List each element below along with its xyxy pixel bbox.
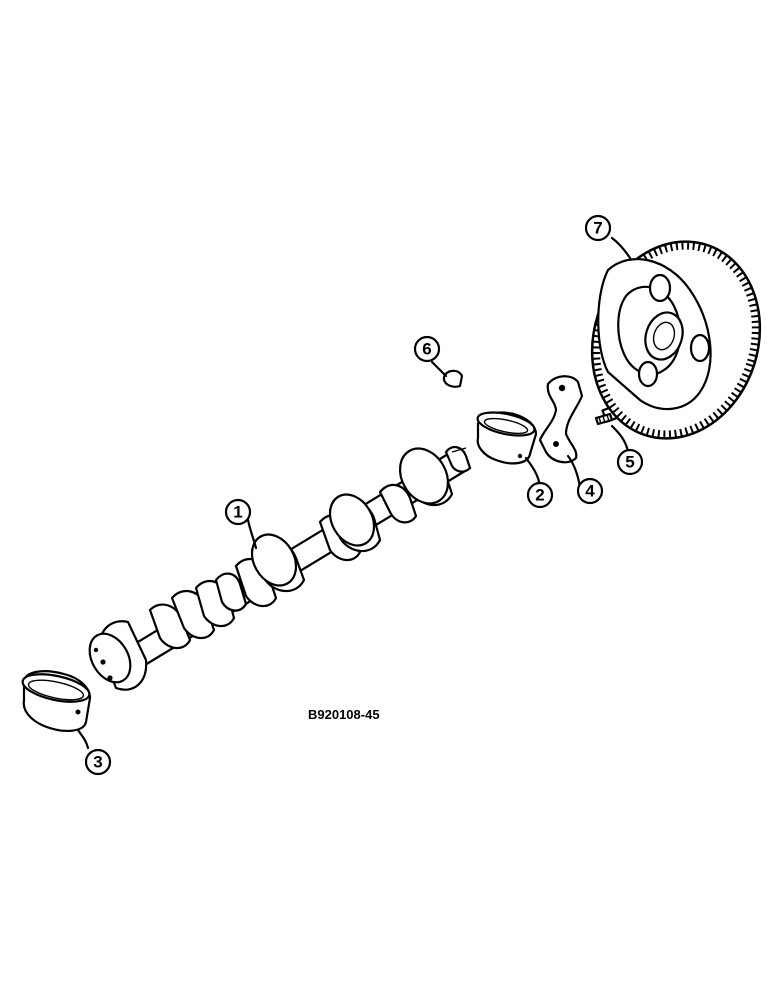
- callout-7: 7: [584, 214, 612, 242]
- thrust-plate-part: [538, 375, 584, 464]
- callout-2-number: 2: [535, 486, 544, 505]
- callout-5: 5: [616, 448, 644, 476]
- callout-1: 1: [224, 498, 252, 526]
- callout-4-number: 4: [585, 482, 595, 501]
- woodruff-key-part: [442, 369, 464, 388]
- callout-6-number: 6: [422, 340, 431, 359]
- callout-7-number: 7: [593, 219, 602, 238]
- reference-code: B920108-45: [308, 707, 380, 722]
- camshaft-gear-part: [590, 240, 762, 440]
- callout-3: 3: [84, 748, 112, 776]
- cam-lobes: [148, 446, 472, 650]
- callout-6: 6: [413, 335, 441, 363]
- callout-1-number: 1: [233, 503, 242, 522]
- callout-2: 2: [526, 481, 554, 509]
- callout-4: 4: [576, 477, 604, 505]
- rear-bushing-part: [476, 411, 538, 465]
- front-bushing-part: [21, 670, 92, 732]
- camshaft-part: [88, 446, 472, 691]
- callout-5-number: 5: [625, 453, 634, 472]
- front-journal: [88, 620, 148, 691]
- callout-3-number: 3: [93, 753, 102, 772]
